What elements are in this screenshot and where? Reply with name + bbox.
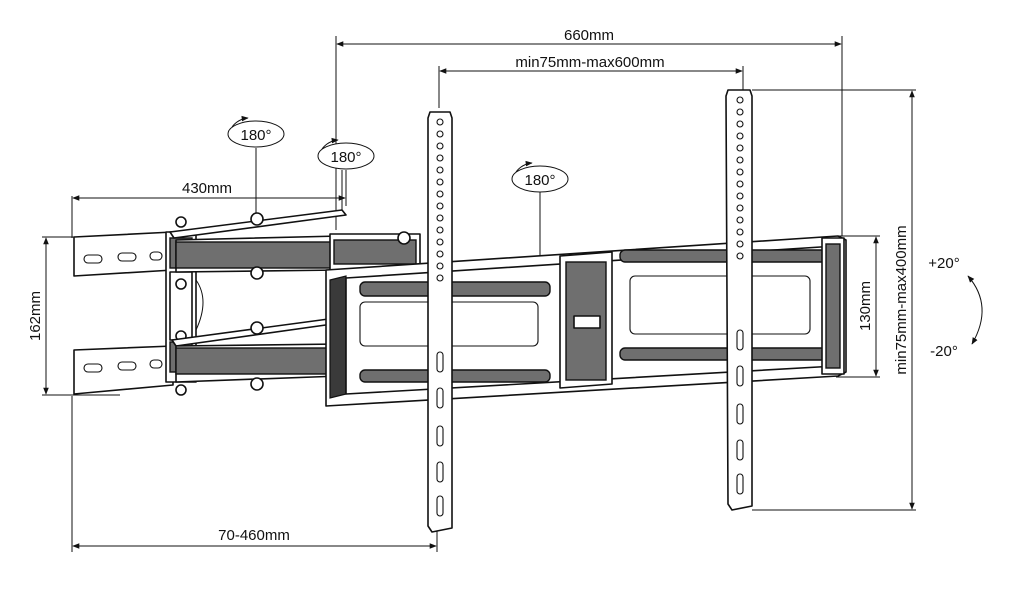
rotation-wall-pivot: 180° (227, 115, 285, 148)
dim-arm-length: 430mm (182, 180, 232, 197)
mounting-hole (436, 226, 444, 234)
mounting-hole (736, 204, 744, 212)
dim-wall-plate-height: 162mm (27, 291, 44, 341)
mounting-hole (436, 178, 444, 186)
vesa-bracket-right (725, 89, 753, 511)
dim-rail-height: 130mm (857, 281, 874, 331)
tilt-arc (967, 275, 983, 345)
mounting-hole (736, 120, 744, 128)
tilt-down-label: -20° (930, 343, 958, 360)
mounting-hole (436, 214, 444, 222)
mounting-hole (436, 238, 444, 246)
mounting-hole (736, 96, 744, 104)
mounting-hole (436, 190, 444, 198)
dimension-lines (42, 36, 916, 552)
mounting-hole (736, 240, 744, 248)
arm-assembly (169, 209, 421, 391)
mounting-hole (736, 132, 744, 140)
mounting-hole (736, 168, 744, 176)
mounting-hole (436, 130, 444, 138)
mounting-hole (436, 250, 444, 258)
rotation-label-elbow: 180° (330, 149, 361, 166)
mounting-hole (736, 228, 744, 236)
rotation-label-wall: 180° (240, 127, 271, 144)
mounting-hole (736, 180, 744, 188)
mounting-slot (736, 403, 744, 425)
mounting-hole (736, 144, 744, 152)
mounting-hole (436, 166, 444, 174)
dim-vesa-vertical: min75mm-max400mm (893, 225, 910, 374)
mounting-slot (736, 473, 744, 495)
tilt-up-label: +20° (928, 255, 959, 272)
rotation-elbow-pivot: 180° (317, 137, 375, 170)
vesa-bracket-left (427, 111, 453, 533)
mounting-slot (736, 365, 744, 387)
mounting-hole (436, 262, 444, 270)
mounting-hole (736, 108, 744, 116)
rotation-center-pivot: 180° (511, 160, 569, 193)
mounting-hole (436, 274, 444, 282)
mounting-hole (736, 192, 744, 200)
tv-rail (325, 235, 847, 407)
mounting-hole (436, 142, 444, 150)
mounting-slot (436, 387, 444, 409)
mounting-hole (736, 156, 744, 164)
mounting-hole (736, 216, 744, 224)
dim-width-total: 660mm (564, 27, 614, 44)
mounting-slot (736, 329, 744, 351)
mounting-slot (736, 439, 744, 461)
mounting-slot (436, 495, 444, 517)
mounting-hole (436, 202, 444, 210)
mounting-hole (736, 252, 744, 260)
mounting-slot (436, 461, 444, 483)
mounting-slot (436, 351, 444, 373)
mounting-slot (436, 425, 444, 447)
dim-extension: 70-460mm (218, 527, 290, 544)
mounting-hole (436, 154, 444, 162)
dim-vesa-horizontal: min75mm-max600mm (515, 54, 664, 71)
mounting-hole (436, 118, 444, 126)
rotation-label-center: 180° (524, 172, 555, 189)
